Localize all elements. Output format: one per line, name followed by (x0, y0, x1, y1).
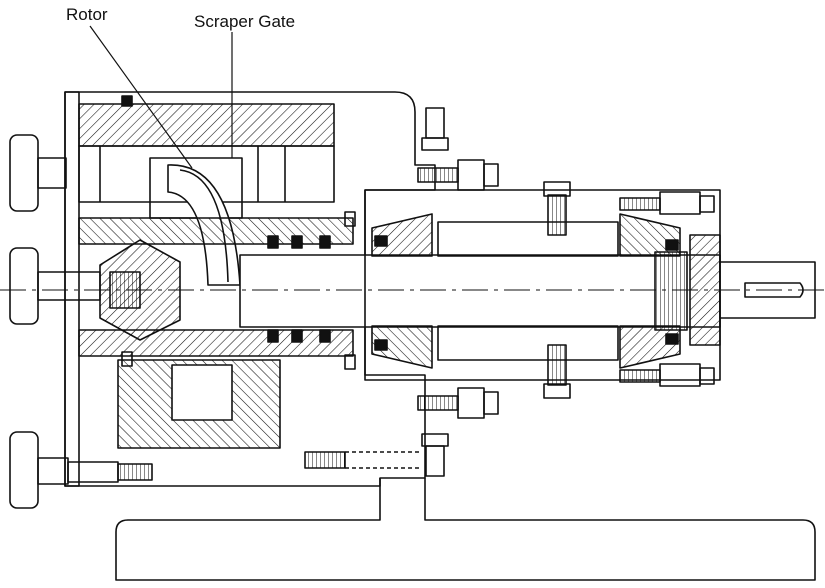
main-shaft (239, 254, 721, 328)
knob-bottom (9, 431, 39, 509)
pump-housing (64, 91, 436, 487)
bolt-top (425, 107, 445, 139)
upper-housing-block (78, 103, 335, 147)
bearing-left (371, 213, 433, 257)
jack-screw-top (547, 194, 567, 236)
mounting-foot (115, 478, 816, 581)
rotor-label: Rotor (66, 5, 108, 24)
cap-screw-1 (417, 167, 459, 183)
cap-screw-3 (619, 197, 661, 211)
knob-top (9, 134, 39, 212)
knob-middle (9, 247, 39, 325)
foot-bolt (304, 451, 346, 469)
cap-screw-2 (417, 395, 459, 411)
jack-screw-bottom (547, 344, 567, 386)
end-plate (64, 91, 80, 487)
scraper-gate-label: Scraper Gate (194, 12, 296, 31)
lock-nut (654, 251, 688, 331)
cap-screw-4 (619, 369, 661, 383)
rotor-leader (89, 25, 193, 169)
bolt-bottom (425, 445, 445, 477)
